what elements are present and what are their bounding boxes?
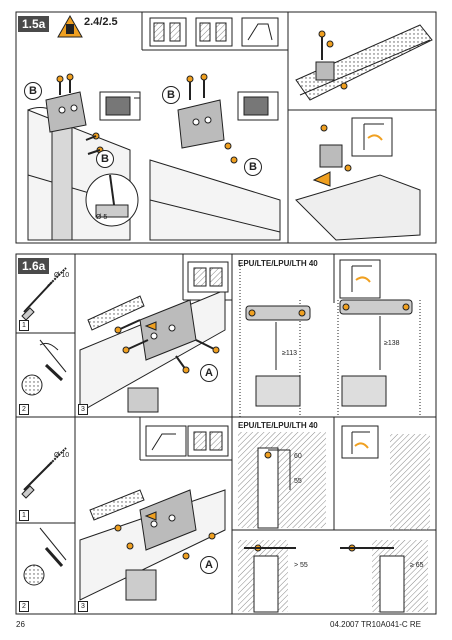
dimension-113: ≥113 [282, 350, 298, 357]
dimension-gt-55: > 55 [294, 562, 308, 569]
callout-b-2: B [96, 150, 114, 168]
step-3-c: 3 [78, 601, 88, 612]
step-2-b: 2 [19, 404, 29, 415]
callout-a-2: A [200, 556, 218, 574]
callout-a-1: A [200, 364, 218, 382]
callout-b-4: B [244, 158, 262, 176]
scene-1-5a-right-top [295, 24, 433, 101]
step-1-c: 1 [19, 510, 29, 521]
scene-1-6a-mount [79, 261, 229, 413]
callout-b-1: B [24, 82, 42, 100]
step-3-b: 3 [78, 404, 88, 415]
step-2-c: 2 [19, 601, 29, 612]
warning-triangle-icon [57, 14, 83, 38]
section-label-1-6a: 1.6a [18, 258, 50, 274]
scene-1-6a-drill [21, 267, 67, 396]
dimension-ge-65: ≥ 65 [410, 562, 424, 569]
section-label-1-5a: 1.5a [18, 16, 50, 32]
scene-c-right [238, 425, 430, 613]
scene-1-5a-left [27, 73, 141, 241]
scene-1-5a-right-bottom [295, 117, 421, 241]
diameter-label-b: Ø 10 [54, 272, 70, 279]
diameter-label-c: Ø 10 [54, 452, 70, 459]
diameter-label-a: Ø 5 [96, 214, 108, 221]
scene-c-mount [79, 425, 229, 601]
dimension-138: ≥138 [384, 340, 400, 347]
page-number: 26 [16, 620, 25, 629]
callout-b-3: B [162, 86, 180, 104]
scene-1-6a-right [239, 259, 421, 417]
dimension-55: 55 [294, 478, 302, 485]
mini-icons-top [149, 17, 279, 47]
warning-reference: 2.4/2.5 [84, 16, 118, 28]
scene-1-5a-middle [149, 73, 281, 241]
scene-c-drill [21, 447, 67, 586]
dimension-60: 60 [294, 453, 302, 460]
model-header-b: EPU/LTE/LPU/LTH 40 [238, 259, 318, 268]
model-header-c: EPU/LTE/LPU/LTH 40 [238, 421, 318, 430]
document-code: 04.2007 TR10A041-C RE [330, 620, 422, 629]
step-1-b: 1 [19, 320, 29, 331]
